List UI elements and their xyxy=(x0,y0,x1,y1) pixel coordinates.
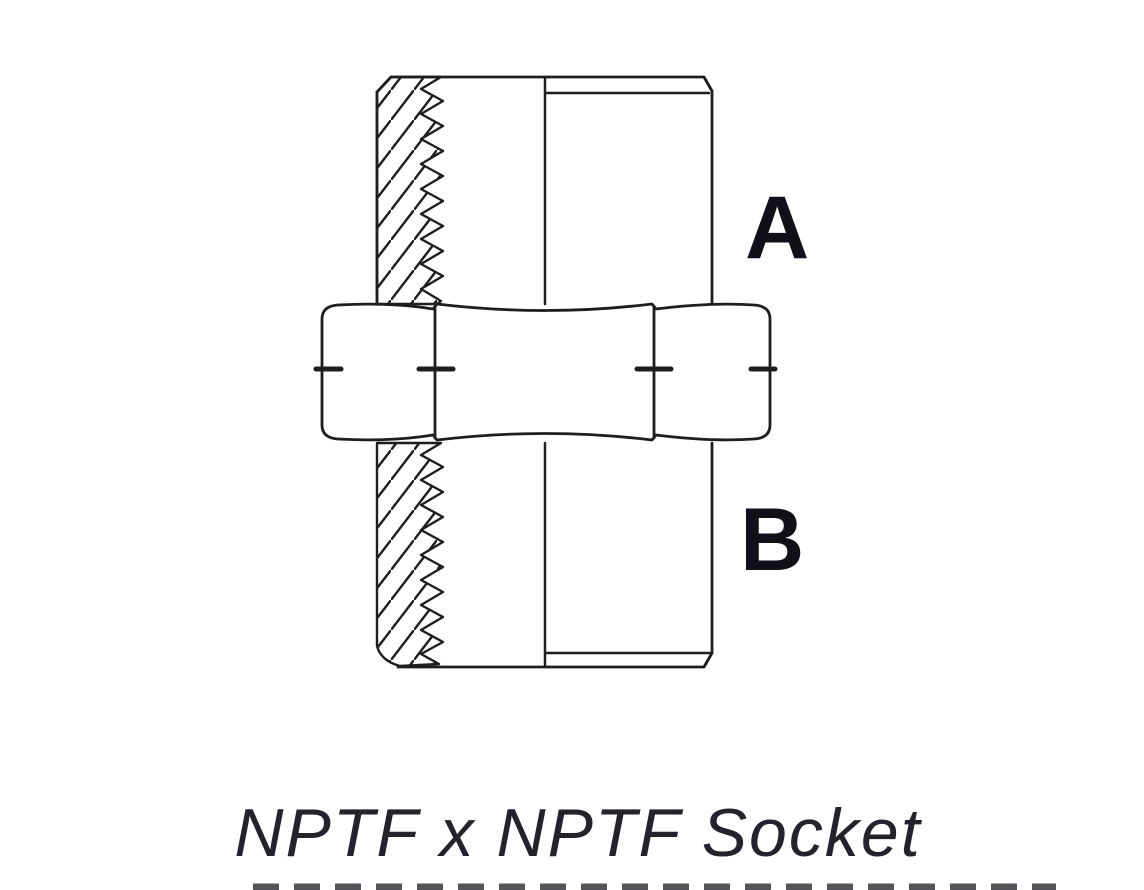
thread-section-upper xyxy=(375,75,445,306)
hex-nut xyxy=(313,302,778,442)
diagram-caption: NPTF x NPTF Socket xyxy=(234,795,922,871)
hex-silhouette xyxy=(320,302,772,442)
body-lower-outline xyxy=(396,441,714,669)
body-upper-outline xyxy=(375,75,714,306)
port-b-label: B xyxy=(740,489,804,589)
port-a-label: A xyxy=(745,177,809,277)
thread-section-lower xyxy=(375,441,445,668)
body-lower xyxy=(375,441,714,669)
fitting-linework xyxy=(313,75,778,669)
body-upper xyxy=(375,75,714,306)
